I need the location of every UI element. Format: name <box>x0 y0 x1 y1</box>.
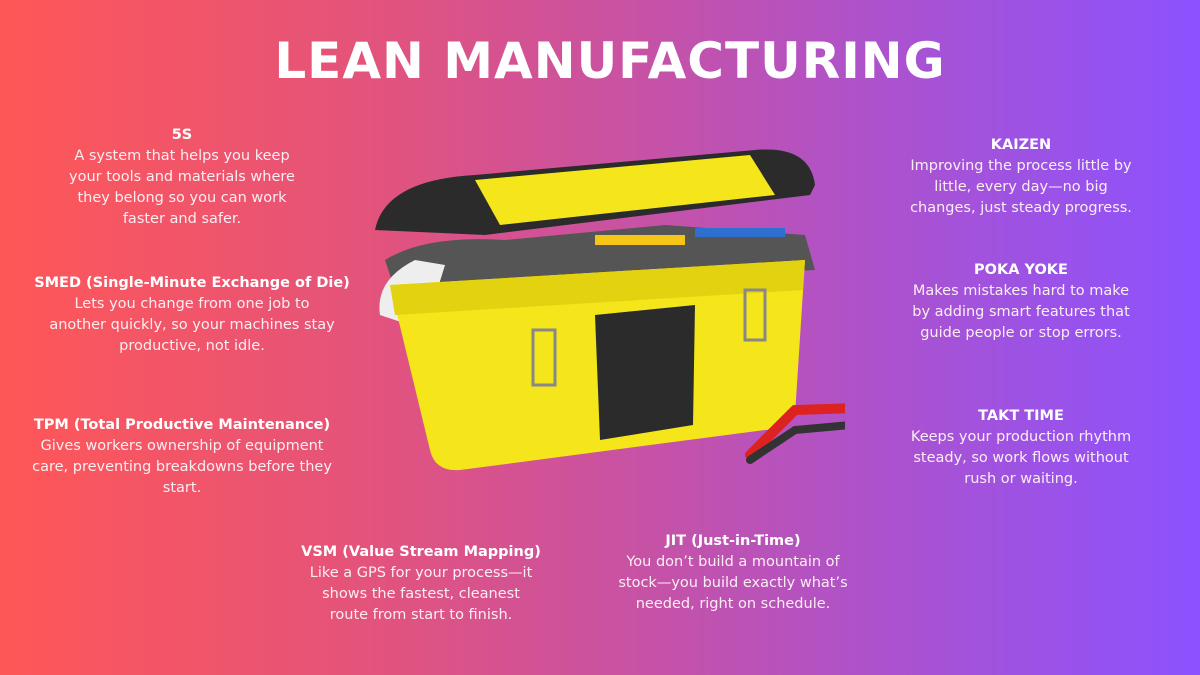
concept-heading: TAKT TIME <box>978 408 1064 424</box>
concept-text: Like a GPS for your process—it shows the… <box>309 565 533 623</box>
clasp-right <box>743 288 767 342</box>
concept-jit: JIT (Just-in-Time) You don’t build a mou… <box>563 530 903 615</box>
concept-tpm: TPM (Total Productive Maintenance) Gives… <box>12 414 352 499</box>
toolbox-rim <box>390 260 805 315</box>
concept-heading: SMED (Single-Minute Exchange of Die) <box>34 275 350 291</box>
clasp-left <box>531 328 557 387</box>
page-title: LEAN MANUFACTURING <box>274 32 946 90</box>
concept-smed: SMED (Single-Minute Exchange of Die) Let… <box>22 272 362 357</box>
concept-text: You don’t build a mountain of stock—you … <box>618 554 848 612</box>
toolbox-latch-panel <box>595 305 695 440</box>
concept-heading: POKA YOKE <box>974 262 1068 278</box>
concept-heading: JIT (Just-in-Time) <box>665 533 801 549</box>
concept-heading: VSM (Value Stream Mapping) <box>301 544 541 560</box>
concept-text: Gives workers ownership of equipment car… <box>32 438 332 496</box>
concept-vsm: VSM (Value Stream Mapping) Like a GPS fo… <box>251 541 591 626</box>
concept-text: Keeps your production rhythm steady, so … <box>910 429 1132 487</box>
concept-text: A system that helps you keep your tools … <box>69 148 295 227</box>
concept-heading: KAIZEN <box>990 137 1052 153</box>
concept-takt-time: TAKT TIME Keeps your production rhythm s… <box>851 405 1191 490</box>
concept-heading: 5S <box>171 127 193 143</box>
screwdriver-icon <box>595 235 685 245</box>
toolbox-lid-top <box>475 155 775 225</box>
concept-poka-yoke: POKA YOKE Makes mistakes hard to make by… <box>851 259 1191 344</box>
concept-text: Makes mistakes hard to make by adding sm… <box>912 283 1130 341</box>
wrench-icon <box>695 228 785 237</box>
concept-text: Lets you change from one job to another … <box>49 296 335 354</box>
concept-kaizen: KAIZEN Improving the process little by l… <box>851 134 1191 219</box>
concept-heading: TPM (Total Productive Maintenance) <box>33 417 331 433</box>
concept-text: Improving the process little by little, … <box>910 158 1132 216</box>
toolbox-illustration <box>375 149 845 471</box>
pliers-icon <box>745 403 845 460</box>
concept-5s: 5S A system that helps you keep your too… <box>12 124 352 230</box>
